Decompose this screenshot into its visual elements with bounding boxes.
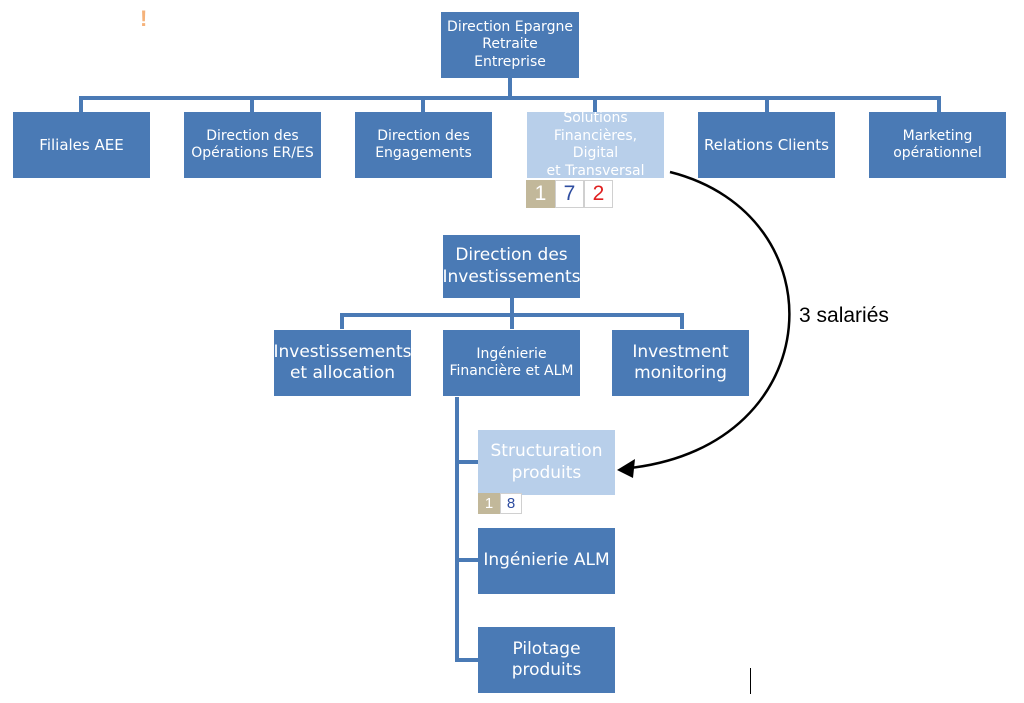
count-badge: 8 — [500, 493, 522, 514]
transfer-annotation: 3 salariés — [799, 304, 889, 327]
connector — [79, 96, 83, 112]
node-relations-clients[interactable]: Relations Clients — [698, 112, 835, 178]
node-direction-epargne[interactable]: Direction Epargne Retraite Entreprise — [441, 12, 579, 78]
connector — [937, 96, 941, 112]
node-ingenierie-alm[interactable]: Ingénierie ALM — [478, 528, 615, 594]
connector — [593, 96, 597, 112]
node-investissements-allocation[interactable]: Investissements et allocation — [273, 330, 412, 396]
connector — [421, 96, 425, 112]
connector — [455, 397, 459, 662]
connector — [680, 313, 684, 329]
connector — [510, 298, 514, 316]
node-filiales-aee[interactable]: Filiales AEE — [13, 112, 150, 178]
count-badge: 1 — [526, 180, 555, 208]
connector — [765, 96, 769, 112]
connector — [250, 96, 254, 112]
node-direction-investissements[interactable]: Direction des Investissements — [442, 235, 581, 298]
connector — [455, 558, 479, 562]
node-pilotage-produits[interactable]: Pilotage produits — [478, 627, 615, 693]
connector — [79, 96, 941, 100]
connector — [455, 658, 479, 662]
connector — [455, 460, 479, 464]
connector — [510, 313, 514, 329]
node-ingenierie-financiere[interactable]: Ingénierie Financière et ALM — [443, 330, 580, 396]
connector — [508, 78, 512, 100]
node-structuration-produits[interactable]: Structuration produits — [478, 430, 615, 495]
count-badge: 2 — [584, 180, 613, 208]
count-badge: 7 — [555, 180, 584, 208]
connector — [340, 313, 344, 329]
text-cursor — [750, 668, 751, 694]
warning-mark: ! — [140, 6, 148, 31]
node-direction-engagements[interactable]: Direction des Engagements — [355, 112, 492, 178]
node-solutions-financieres[interactable]: Solutions Financières, Digital et Transv… — [527, 110, 664, 179]
node-marketing-operationnel[interactable]: Marketing opérationnel — [869, 112, 1006, 178]
count-badge: 1 — [478, 493, 500, 514]
node-investment-monitoring[interactable]: Investment monitoring — [612, 330, 749, 396]
node-direction-operations[interactable]: Direction des Opérations ER/ES — [184, 112, 321, 178]
